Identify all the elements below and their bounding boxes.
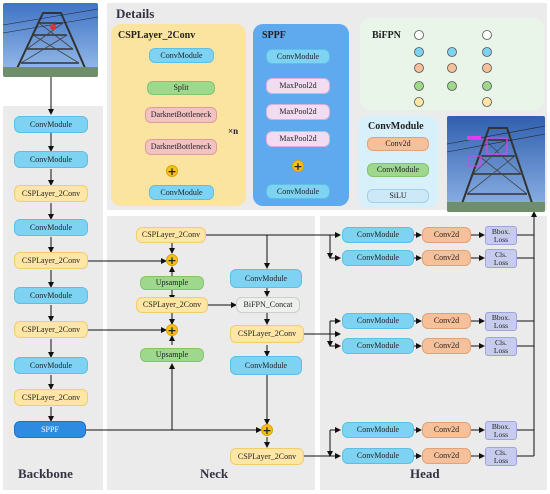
bifpn-detail-title: BiFPN [372,30,401,41]
neck-concat-1-icon: + [166,253,178,267]
head-row-4-conv2d: Conv2d [422,338,471,354]
csp-detail-bottleneck-1: DarknetBottleneck [145,107,217,123]
backbone-sppf: SPPF [14,421,86,438]
head-row-2-conv2d: Conv2d [422,250,471,266]
backbone-block-4: ConvModule [14,219,88,236]
csp-detail-title: CSPLayer_2Conv [118,30,196,41]
convmodule-detail-mid: ConvModule [367,163,429,177]
csp-detail-split: Split [147,81,215,95]
backbone-block-2: ConvModule [14,151,88,168]
neck-bifpn-concat: BiFPN_Concat [236,297,300,313]
input-image [3,3,98,77]
convmodule-detail-conv2d: Conv2d [367,137,429,151]
head-row-6-loss: Cls.Loss [485,447,517,466]
backbone-block-6: ConvModule [14,287,88,304]
csp-detail-concat-icon: + [166,164,178,178]
head-row-3-loss: Bbox.Loss [485,312,517,331]
head-row-2-loss: Cls.Loss [485,249,517,268]
backbone-block-3: CSPLayer_2Conv [14,185,88,202]
neck-csp-mid: CSPLayer_2Conv [136,297,208,313]
head-row-4-loss: Cls.Loss [485,337,517,356]
sppf-detail-title: SPPF [262,30,286,41]
sppf-detail-top-conv: ConvModule [266,49,330,64]
sppf-detail-maxpool-1: MaxPool2d [266,78,330,94]
sppf-detail-maxpool-3: MaxPool2d [266,131,330,147]
backbone-block-7: CSPLayer_2Conv [14,321,88,338]
head-row-6-conv2d: Conv2d [422,448,471,464]
details-title: Details [116,6,155,21]
backbone-block-8: ConvModule [14,357,88,374]
backbone-block-9: CSPLayer_2Conv [14,389,88,406]
head-row-1-conv2d: Conv2d [422,227,471,243]
csp-detail-bottom-conv: ConvModule [149,185,214,200]
sppf-detail-concat-icon: + [292,159,304,173]
head-row-5-loss: Bbox.Loss [485,421,517,440]
backbone-block-5: CSPLayer_2Conv [14,252,88,269]
head-row-1-loss: Bbox.Loss [485,226,517,245]
head-row-4-conv: ConvModule [342,338,414,354]
neck-upsample-2: Upsample [140,348,204,362]
head-row-5-conv2d: Conv2d [422,422,471,438]
convmodule-detail-silu: SiLU [367,189,429,203]
head-row-5-conv: ConvModule [342,422,414,438]
bifpn-nodes [414,30,492,107]
head-row-2-conv: ConvModule [342,250,414,266]
neck-csp-top: CSPLayer_2Conv [136,227,206,243]
neck-conv-right-2: ConvModule [230,356,302,375]
csp-detail-top-conv: ConvModule [149,48,214,63]
convmodule-detail-title: ConvModule [368,121,424,132]
neck-upsample-1: Upsample [140,276,204,290]
output-image [447,116,545,212]
head-row-3-conv: ConvModule [342,313,414,329]
neck-concat-2-icon: + [166,323,178,337]
head-title: Head [410,466,440,481]
backbone-block-1: ConvModule [14,116,88,133]
head-row-6-conv: ConvModule [342,448,414,464]
neck-conv-right: ConvModule [230,269,302,288]
neck-concat-3-icon: + [261,423,273,437]
csp-detail-repeat-label: ×n [228,126,239,136]
neck-title: Neck [200,466,229,481]
csp-detail-bottleneck-2: DarknetBottleneck [145,139,217,155]
head-row-3-conv2d: Conv2d [422,313,471,329]
sppf-detail-bottom-conv: ConvModule [266,184,330,199]
neck-csp-bottom: CSPLayer_2Conv [230,448,304,465]
sppf-detail-maxpool-2: MaxPool2d [266,104,330,120]
backbone-title: Backbone [18,466,73,481]
head-row-1-conv: ConvModule [342,227,414,243]
neck-csp-right: CSPLayer_2Conv [230,325,304,343]
